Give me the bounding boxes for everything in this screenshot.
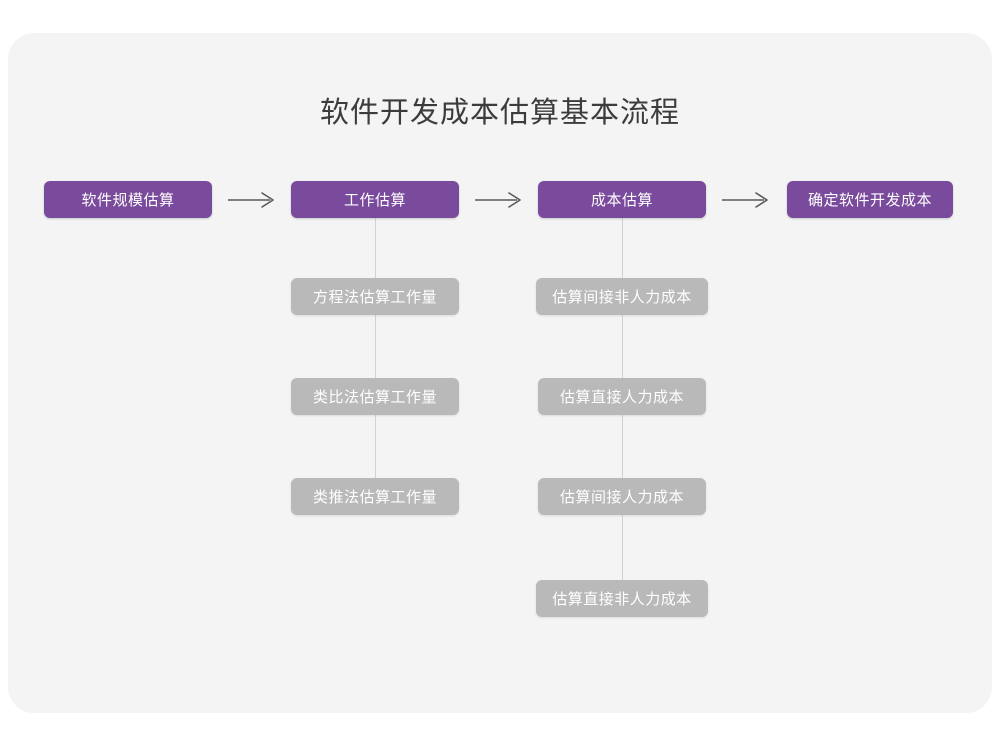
connector-line-stage-2 bbox=[375, 218, 376, 498]
stage-node-determine-development-cost[interactable]: 确定软件开发成本 bbox=[787, 181, 953, 218]
node-label: 工作估算 bbox=[343, 192, 406, 209]
node-label: 确定软件开发成本 bbox=[807, 192, 932, 209]
sub-node-equation-method-workload[interactable]: 方程法估算工作量 bbox=[291, 278, 459, 315]
stage-node-work-estimation[interactable]: 工作估算 bbox=[291, 181, 459, 218]
node-label: 软件规模估算 bbox=[81, 192, 175, 209]
diagram-card-background bbox=[8, 33, 992, 713]
stage-node-cost-estimation[interactable]: 成本估算 bbox=[538, 181, 706, 218]
page-title: 软件开发成本估算基本流程 bbox=[319, 97, 680, 129]
arrow-stage-2-to-stage-3 bbox=[475, 190, 523, 210]
sub-node-inference-method-workload[interactable]: 类推法估算工作量 bbox=[291, 478, 459, 515]
node-label: 成本估算 bbox=[590, 192, 653, 209]
node-label: 估算直接人力成本 bbox=[559, 389, 684, 406]
sub-node-indirect-non-labor-cost[interactable]: 估算间接非人力成本 bbox=[536, 278, 708, 315]
arrow-stage-3-to-stage-4 bbox=[722, 190, 770, 210]
node-label: 估算间接人力成本 bbox=[559, 489, 684, 506]
node-label: 类推法估算工作量 bbox=[312, 489, 437, 506]
node-label: 估算直接非人力成本 bbox=[552, 591, 692, 608]
arrow-stage-1-to-stage-2 bbox=[228, 190, 276, 210]
node-label: 方程法估算工作量 bbox=[312, 289, 437, 306]
sub-node-direct-labor-cost[interactable]: 估算直接人力成本 bbox=[538, 378, 706, 415]
sub-node-direct-non-labor-cost[interactable]: 估算直接非人力成本 bbox=[536, 580, 708, 617]
node-label: 估算间接非人力成本 bbox=[552, 289, 692, 306]
sub-node-indirect-labor-cost[interactable]: 估算间接人力成本 bbox=[538, 478, 706, 515]
stage-node-software-scale-estimation[interactable]: 软件规模估算 bbox=[44, 181, 212, 218]
node-label: 类比法估算工作量 bbox=[312, 389, 437, 406]
sub-node-analogy-method-workload[interactable]: 类比法估算工作量 bbox=[291, 378, 459, 415]
